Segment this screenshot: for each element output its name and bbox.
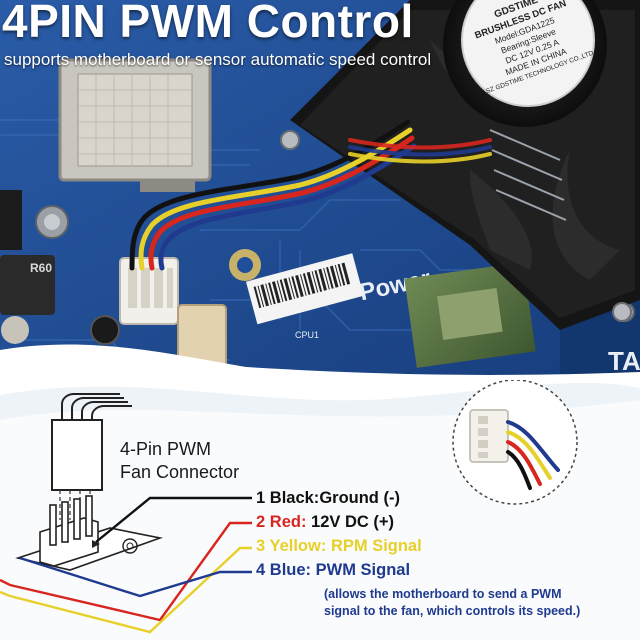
inductor-label: R60 [30, 261, 52, 275]
screw [280, 130, 300, 150]
connector-housing [51, 393, 132, 491]
pin-number: 4 [256, 561, 266, 579]
pin-number: 2 [256, 513, 266, 531]
wire-blue [19, 556, 252, 598]
motherboard-fan-illustration: R60 [0, 0, 640, 380]
fan-sticker [461, 0, 595, 107]
page-subtitle: supports motherboard or sensor automatic… [4, 50, 432, 69]
pin-1-label: 1 Black:Ground (-) [256, 489, 400, 508]
pinout-diagram-drawing [0, 379, 640, 640]
pin-color-name: Black: [269, 489, 320, 507]
pin-function: PWM Signal [315, 561, 411, 579]
barcode-sticker [246, 253, 364, 325]
connector-title-line2: Fan Connector [120, 462, 240, 482]
pin-function: 12V DC (+) [311, 513, 395, 531]
inductor [0, 255, 55, 315]
pin-function: Ground (-) [319, 489, 400, 507]
pin-3-label: 3 Yellow: RPM Signal [256, 537, 422, 556]
pin-color-name: Blue: [269, 561, 312, 579]
screw [612, 302, 632, 322]
pin-2-label: 2 Red: 12V DC (+) [256, 513, 394, 532]
pin-function: RPM Signal [330, 537, 422, 555]
plug-inset [452, 379, 578, 505]
pwm-note: (allows the motherboard to send a PWM si… [324, 586, 580, 620]
wire-yellow [0, 546, 252, 634]
page-title: 4PIN PWM Control [2, 0, 414, 47]
pin-4-label: 4 Blue: PWM Signal [256, 561, 410, 580]
pin-number: 3 [256, 537, 266, 555]
connector-title-line1: 4-Pin PWM [120, 439, 212, 459]
plug-housing [469, 409, 509, 463]
wire-black [95, 496, 252, 543]
capacitor [90, 315, 120, 345]
cpu-label: CPU1 [295, 330, 319, 340]
pinout-diagram [0, 379, 640, 640]
product-photo: R60 [0, 0, 640, 380]
pin-number: 1 [256, 489, 266, 507]
pin-color-name: Yellow: [269, 537, 327, 555]
pwm-note-line2: signal to the fan, which controls its sp… [324, 604, 581, 618]
board-header [15, 495, 163, 571]
cpu-socket-pins [77, 73, 193, 167]
svg-text:TA: TA [608, 346, 640, 376]
connector-title: 4-Pin PWM Fan Connector [120, 438, 239, 484]
cooling-fan [280, 0, 640, 330]
pwm-note-line1: (allows the motherboard to send a PWM [324, 587, 562, 601]
pin-color-name: Red: [269, 513, 307, 531]
pinout-wires [0, 496, 252, 634]
wire-red [0, 521, 252, 622]
